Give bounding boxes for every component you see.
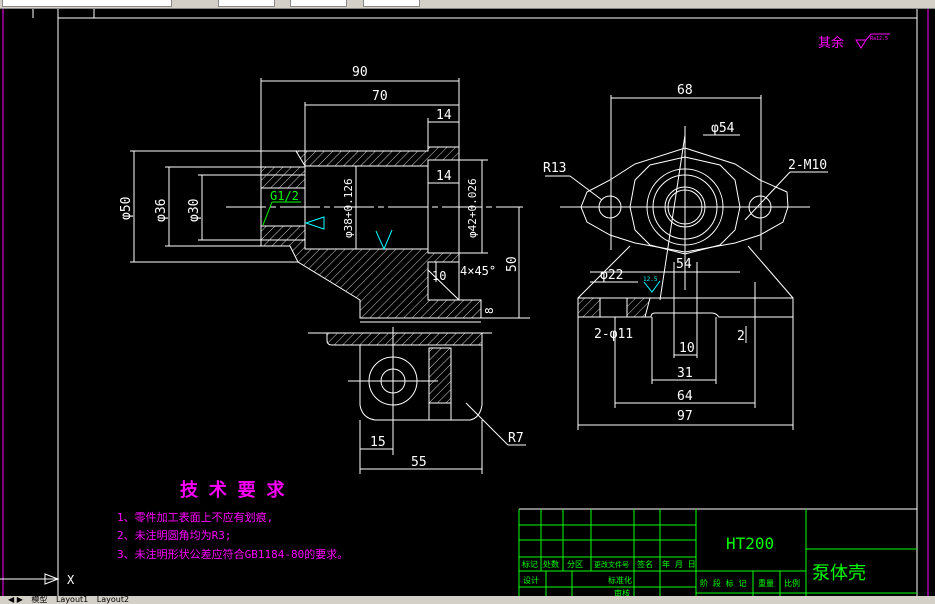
dim-14-inner: 14: [436, 169, 452, 184]
dim-r7: R7: [508, 431, 524, 446]
tech-req-title: 技 术 要 求: [180, 479, 286, 501]
label-weight: 重量: [758, 578, 774, 588]
side-view: [545, 95, 828, 430]
drawing-frame: [2, 9, 929, 596]
label-signature: 签名: [637, 559, 653, 569]
dim-10: 10: [432, 269, 446, 283]
roughness-symbol-icon: [855, 33, 890, 49]
bottom-view-dimensions: 15 55 R7: [370, 431, 524, 470]
layout-tabs: ◀ ▶ 模型 Layout1 Layout2: [0, 596, 935, 604]
part-name: 泵体壳: [812, 563, 866, 584]
dim-phi54: φ54: [711, 121, 735, 136]
dim-phi22: φ22: [600, 268, 623, 283]
tab-model[interactable]: 模型: [31, 596, 48, 604]
surface-finish-note: 其余 Ra12.5: [818, 33, 890, 51]
side-view-dimensions: 68 φ54 R13 2-M10 φ22 54 2-φ11 2 10 31 64…: [543, 83, 827, 424]
label-mark: 标记: [522, 559, 538, 569]
plotstyle-dropdown[interactable]: [363, 0, 420, 7]
dim-90: 90: [352, 65, 368, 80]
dim-97: 97: [677, 409, 693, 424]
dim-phi50: φ50: [119, 197, 134, 220]
dim-64: 64: [677, 389, 693, 404]
label-stage: 阶 段 标 记: [700, 578, 746, 588]
label-date: 年 月 日: [662, 559, 696, 569]
dim-14-top: 14: [436, 108, 452, 123]
roughness-symbol-icon: [375, 229, 393, 251]
layer-dropdown[interactable]: [2, 0, 172, 7]
front-section-view: [130, 78, 530, 323]
thread-label: G1/2: [270, 189, 299, 203]
tab-layout1[interactable]: Layout1: [55, 596, 89, 604]
tech-req-item: 3、未注明形状公差应符合GB1184-80的要求。: [117, 547, 348, 561]
tech-req-item: 1、零件加工表面上不应有划痕,: [117, 510, 273, 524]
label-standardize: 标准化: [608, 575, 632, 585]
dim-50: 50: [505, 256, 520, 272]
dim-r13: R13: [543, 161, 566, 176]
dim-55: 55: [411, 455, 427, 470]
label-change-doc: 更改文件号: [594, 560, 629, 569]
label-count: 处数: [543, 559, 559, 569]
front-view-dimensions: 90 70 14 14 φ50 φ36 φ30 φ38+0.126 φ42+0.…: [119, 65, 520, 314]
dim-phi42: φ42+0.026: [466, 178, 479, 238]
ucs-icon: X: [0, 573, 75, 587]
roughness-symbol-icon: [304, 216, 325, 230]
dim-68: 68: [677, 83, 693, 98]
tab-layout2[interactable]: Layout2: [96, 596, 130, 604]
technical-requirements: 技 术 要 求 1、零件加工表面上不应有划痕, 2、未注明圆角均为R3; 3、未…: [117, 479, 348, 561]
label-scale: 比例: [784, 578, 800, 588]
dim-phi36: φ36: [154, 199, 169, 222]
label-zone: 分区: [567, 560, 583, 569]
dim-15: 15: [370, 435, 386, 450]
surface-note-value: Ra12.5: [870, 36, 888, 42]
label-review: 审核: [614, 588, 630, 596]
dim-2: 2: [737, 329, 745, 344]
dim-phi38: φ38+0.126: [342, 178, 355, 238]
dim-31: 31: [677, 366, 693, 381]
thread-callout: G1/2: [262, 189, 393, 251]
drawing-canvas[interactable]: 其余 Ra12.5 90: [0, 9, 935, 596]
toolbar: [0, 0, 935, 9]
dim-phi30: φ30: [187, 199, 202, 222]
dim-10: 10: [679, 341, 695, 356]
dim-m10: 2-M10: [788, 158, 827, 173]
surface-note-label: 其余: [818, 35, 844, 51]
dim-70: 70: [372, 89, 388, 104]
material-label: HT200: [726, 534, 774, 553]
title-block-text: HT200 泵体壳 标记 处数 分区 更改文件号 签名 年 月 日 设计 标准化…: [522, 534, 866, 596]
tab-nav-arrows[interactable]: ◀ ▶: [8, 596, 23, 604]
dim-chamfer: 4×45°: [460, 264, 496, 278]
lineweight-dropdown[interactable]: [290, 0, 347, 7]
roughness-symbol-icon: [643, 280, 661, 293]
ucs-x-label: X: [67, 573, 75, 587]
side-finish-value: 12.5: [643, 276, 658, 283]
dim-54: 54: [676, 257, 692, 272]
dim-2-phi11: 2-φ11: [594, 327, 633, 342]
dim-8: 8: [483, 307, 496, 314]
bottom-view: [308, 327, 526, 474]
title-block: [518, 508, 917, 596]
tech-req-item: 2、未注明圆角均为R3;: [117, 528, 232, 542]
linetype-dropdown[interactable]: [218, 0, 275, 7]
label-design: 设计: [523, 575, 539, 585]
